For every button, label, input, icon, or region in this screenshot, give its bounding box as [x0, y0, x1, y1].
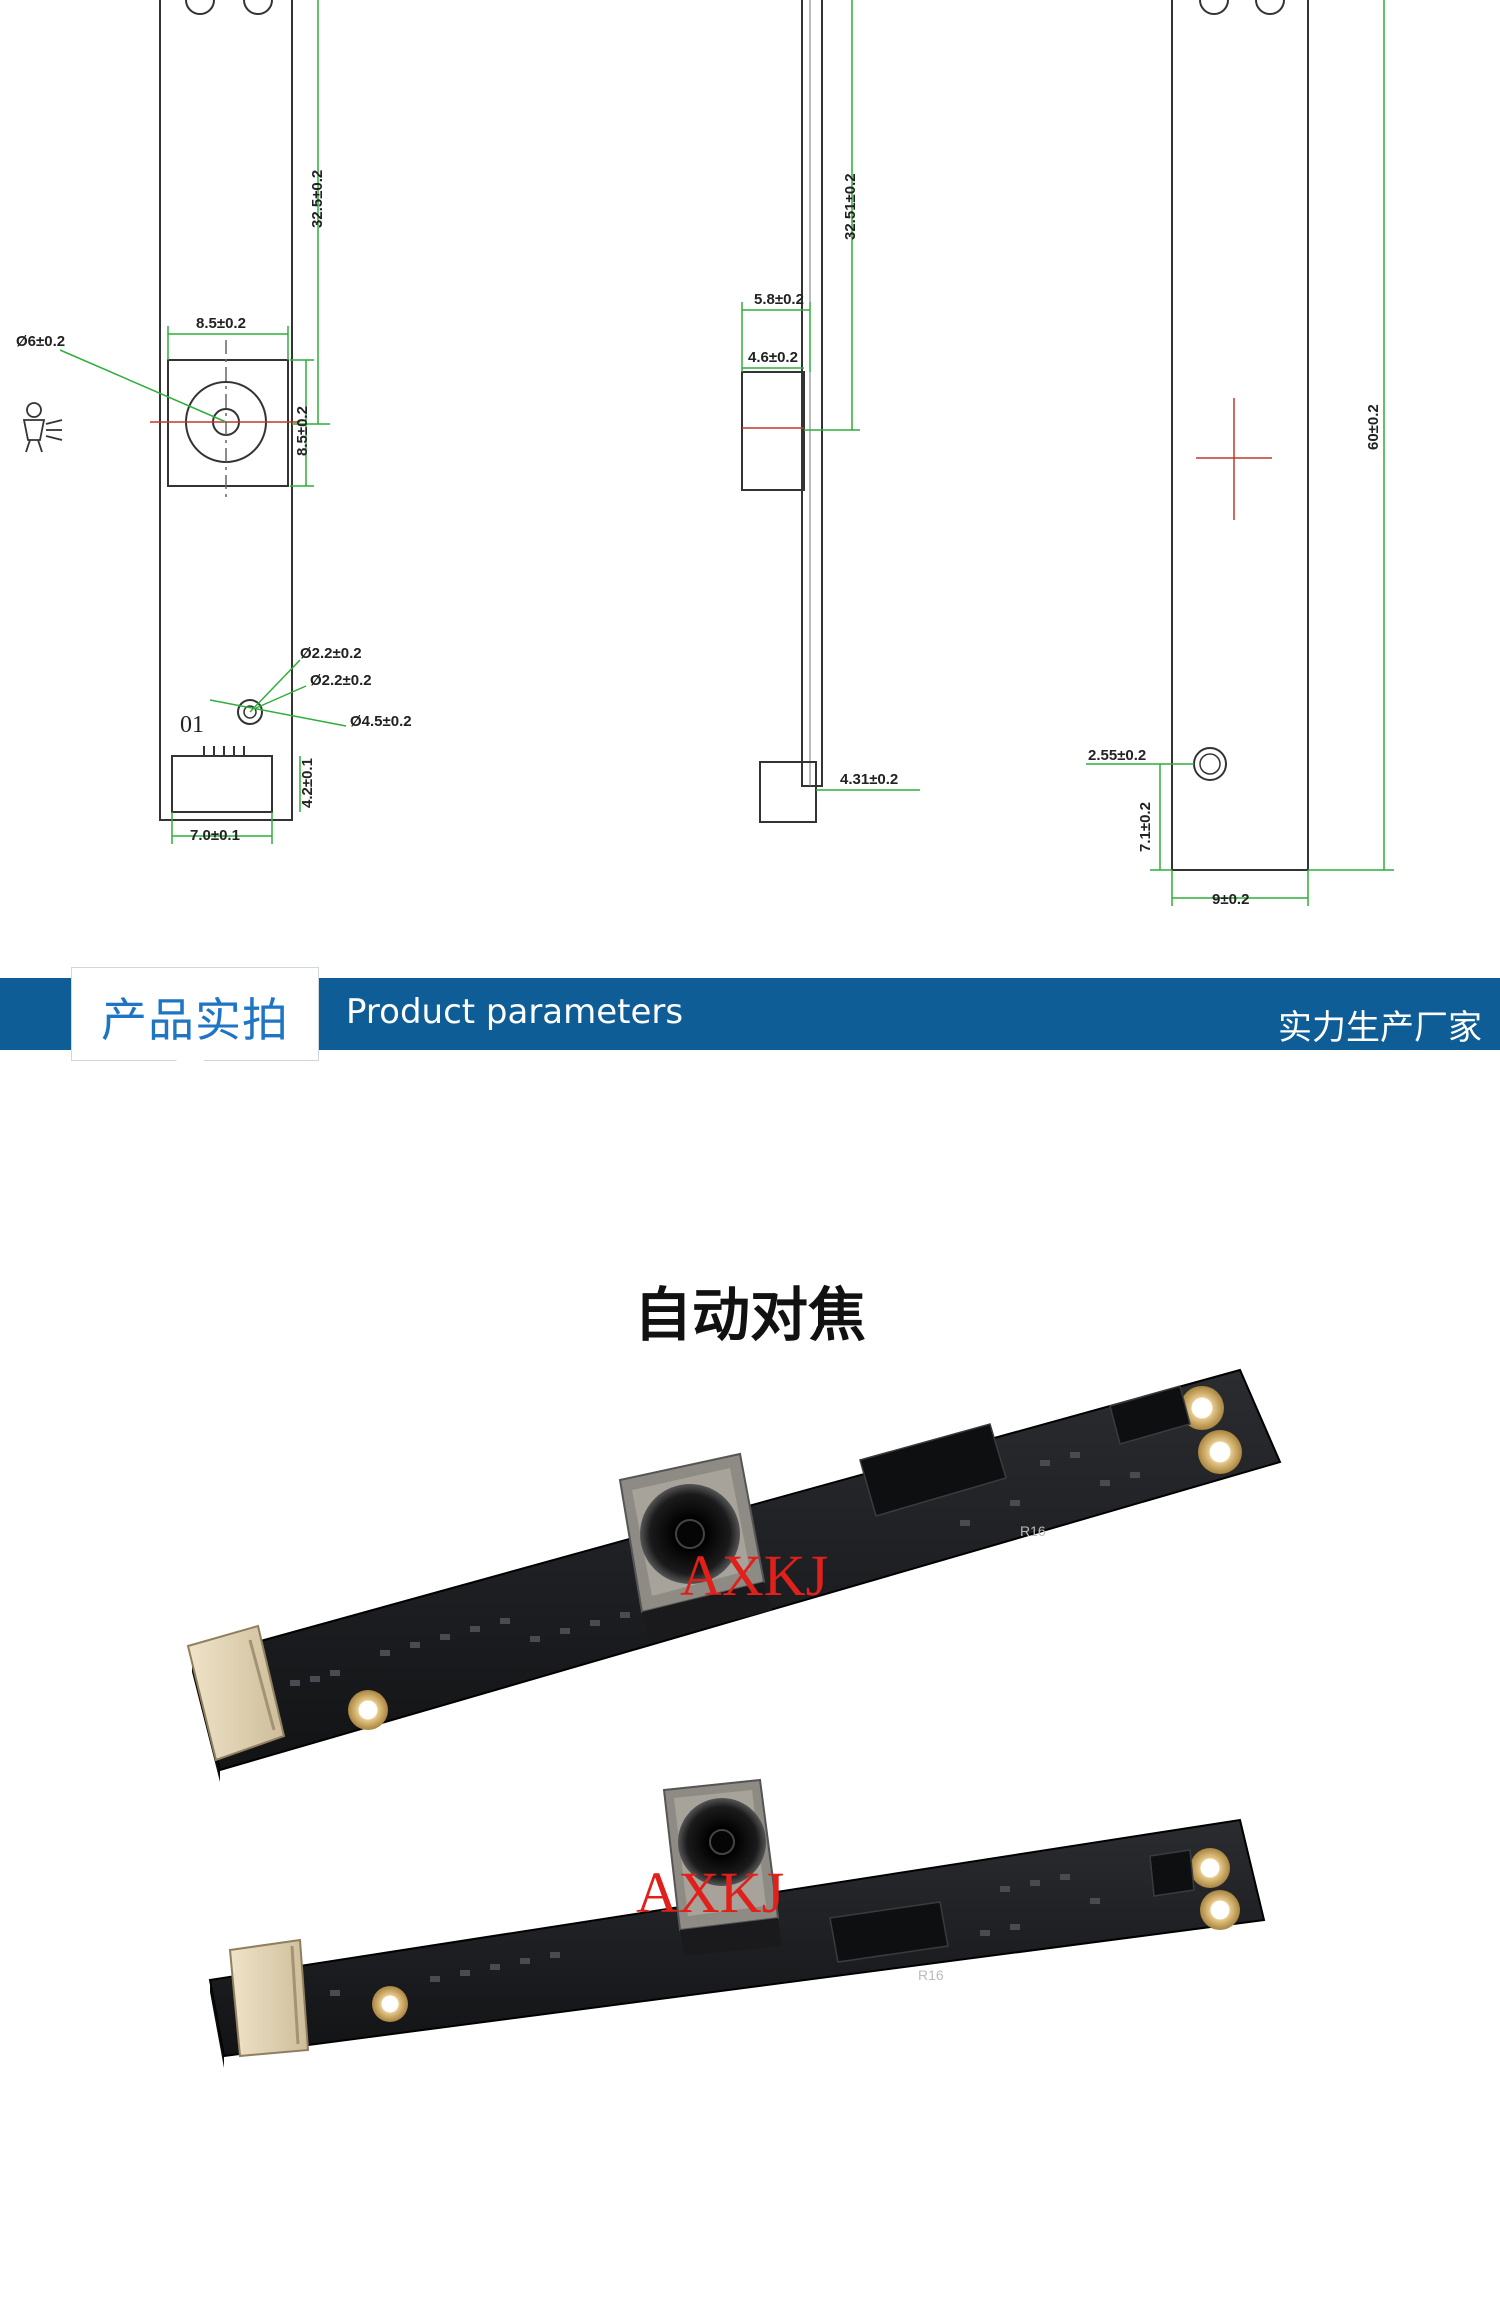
dim-hole-2: Ø2.2±0.2 — [310, 672, 372, 689]
banner-notch — [176, 1060, 204, 1074]
dim-lens-diameter: Ø6±0.2 — [16, 333, 65, 350]
section-title: 自动对焦 — [633, 1281, 866, 1349]
dim-lens-height: 8.5±0.2 — [294, 406, 311, 456]
viewer-person-icon — [22, 402, 63, 453]
dim-lens-width: 8.5±0.2 — [196, 315, 246, 332]
banner-title-en: Product parameters — [346, 992, 684, 1032]
side-view: 32.51±0.2 5.8±0.2 4.6±0.2 4.31±0.2 — [741, 0, 920, 823]
dim-hole-1: Ø2.2±0.2 — [300, 645, 362, 662]
pcb-label-1: R16 — [1020, 1523, 1046, 1539]
dim-side-height: 32.51±0.2 — [842, 173, 859, 240]
dim-side-lens-inner: 4.6±0.2 — [748, 349, 798, 366]
af-camera-module-1 — [618, 1452, 772, 1642]
watermark-2: AXKJ — [636, 1860, 784, 1925]
connector-1 — [186, 1624, 286, 1762]
dim-connector-height: 4.2±0.1 — [299, 758, 316, 808]
banner-right-text: 实力生产厂家 — [1278, 1008, 1482, 1048]
camera-board-1: AXKJ R16 — [186, 1368, 1282, 1782]
banner-tab-label: 产品实拍 — [101, 993, 289, 1047]
dim-back-length: 60±0.2 — [1365, 404, 1382, 450]
dim-back-hole-offset: 7.1±0.2 — [1137, 802, 1154, 852]
back-view: 60±0.2 2.55±0.2 7.1±0.2 9±0.2 — [1086, 0, 1394, 908]
dim-side-lens-depth: 5.8±0.2 — [754, 291, 804, 308]
dim-height-top: 32.5±0.2 — [309, 170, 326, 228]
dim-back-width: 9±0.2 — [1212, 891, 1249, 908]
watermark-1: AXKJ — [680, 1543, 828, 1608]
dim-back-hole: 2.55±0.2 — [1088, 747, 1146, 764]
front-view: 32.5±0.2 8.5±0.2 Ø6±0.2 8.5±0.2 Ø2.2±0.2… — [16, 0, 412, 844]
dim-hole-3: Ø4.5±0.2 — [350, 713, 412, 730]
dim-side-connector: 4.31±0.2 — [840, 771, 898, 788]
pcb-label-2: R16 — [918, 1967, 944, 1983]
af-camera-module-2 — [662, 1778, 782, 1956]
camera-board-2: AXKJ R16 — [208, 1778, 1266, 2068]
product-photo: AXKJ R16 AXKJ R16 — [186, 1368, 1282, 2068]
connector-2 — [228, 1938, 310, 2058]
mechanical-drawing: 32.5±0.2 8.5±0.2 Ø6±0.2 8.5±0.2 Ø2.2±0.2… — [16, 0, 1394, 908]
banner-tab: 产品实拍 — [72, 968, 318, 1060]
pin-1-label: 01 — [180, 712, 204, 738]
dim-connector-width: 7.0±0.1 — [190, 827, 240, 844]
